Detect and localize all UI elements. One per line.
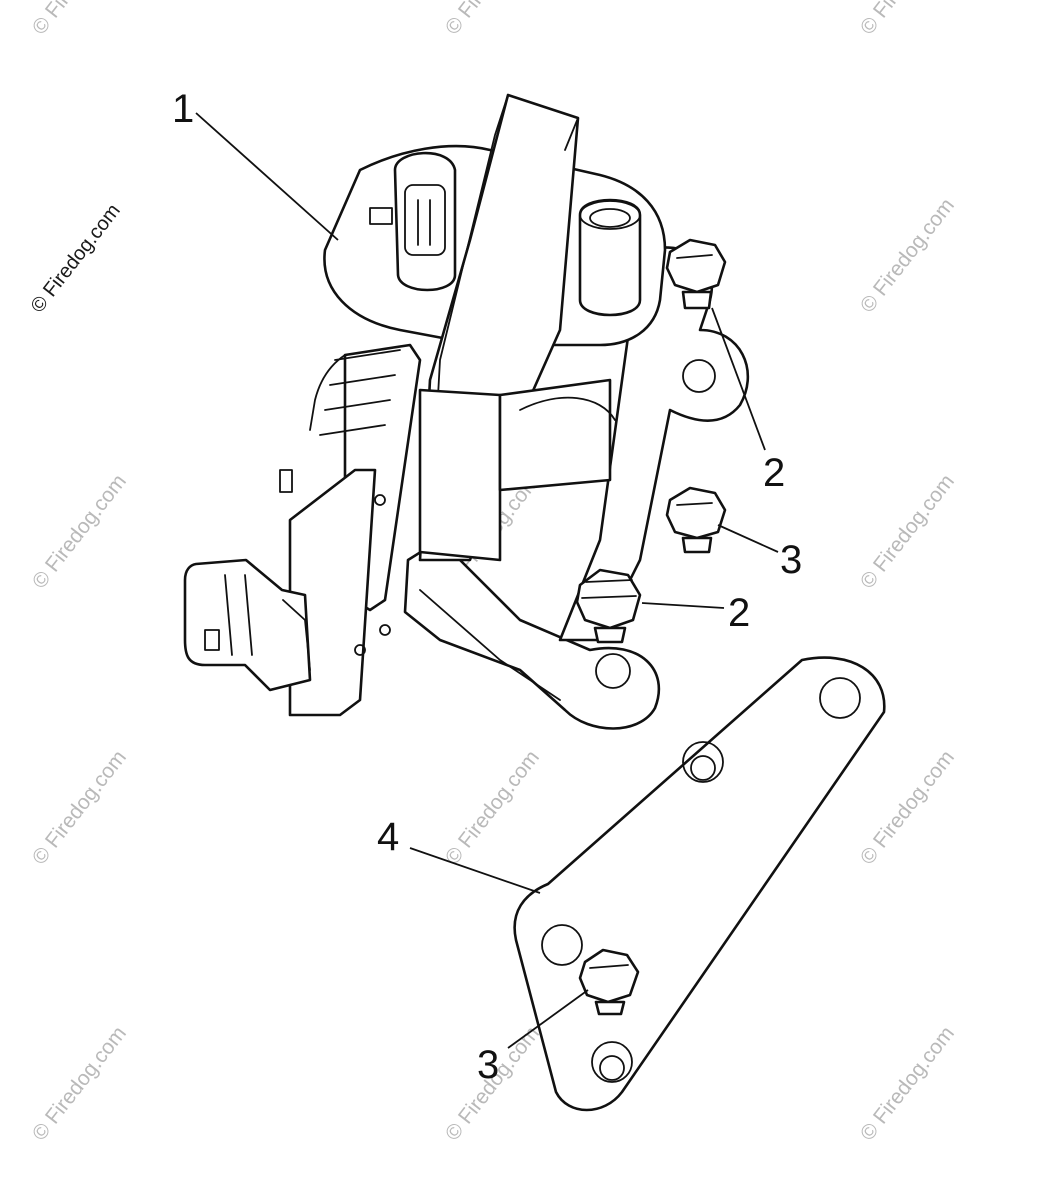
leader-line-2-upper bbox=[711, 307, 766, 451]
bolt-icon bbox=[665, 238, 727, 310]
watermark: © Firedog.com bbox=[28, 746, 131, 869]
callout-2-upper: 2 bbox=[763, 451, 785, 495]
mounting-bracket-icon bbox=[513, 656, 886, 1112]
callout-labels: 1 2 3 2 4 3 bbox=[172, 87, 802, 1087]
watermark: © Firedog.com bbox=[856, 470, 959, 593]
leader-line-3-middle bbox=[717, 524, 779, 553]
watermark: © Firedog.com bbox=[856, 746, 959, 869]
leader-line-4 bbox=[409, 847, 541, 894]
regulator-rectifier-icon bbox=[183, 93, 750, 730]
callout-3-middle: 3 bbox=[780, 538, 802, 582]
watermark: © Firedog.com bbox=[856, 0, 959, 39]
callout-3-bottom: 3 bbox=[477, 1043, 499, 1087]
bolt-icon bbox=[665, 486, 727, 554]
watermark: © Firedog.com bbox=[28, 470, 131, 593]
callout-1: 1 bbox=[172, 87, 194, 131]
leader-lines bbox=[195, 112, 779, 1049]
watermark: © Firedog.com bbox=[856, 194, 959, 317]
watermark: © Firedog.com bbox=[28, 1022, 131, 1145]
callout-2-center: 2 bbox=[728, 591, 750, 635]
watermark: © Firedog.com bbox=[28, 0, 131, 39]
leader-line-2-center bbox=[641, 602, 725, 609]
callout-4: 4 bbox=[377, 815, 399, 859]
bolt-icon bbox=[578, 948, 640, 1016]
bolt-icon bbox=[575, 568, 642, 644]
watermark: © Firedog.com bbox=[27, 200, 125, 317]
leader-line-1 bbox=[195, 112, 339, 241]
watermark: © Firedog.com bbox=[441, 0, 544, 39]
watermark: © Firedog.com bbox=[856, 1022, 959, 1145]
watermark: © Firedog.com bbox=[441, 746, 544, 869]
leader-line-3-bottom bbox=[507, 989, 589, 1049]
